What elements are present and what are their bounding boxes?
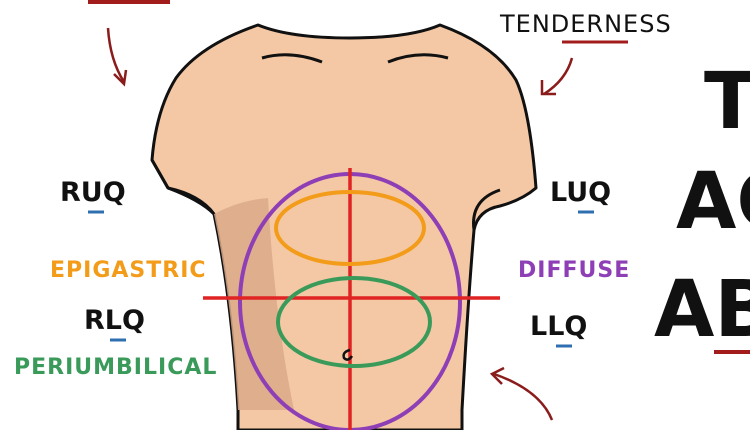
collarbone-left — [261, 53, 323, 64]
ruq-label: RUQ — [60, 177, 126, 208]
llq-label: LLQ — [530, 311, 587, 342]
diffuse-label: DIFFUSE — [518, 258, 630, 283]
epigastric-label: EPIGASTRIC — [50, 258, 207, 283]
arm-crease-left — [167, 186, 216, 215]
periumbilical-region — [276, 276, 432, 368]
tenderness-label: TENDERNESS — [499, 10, 672, 38]
arm-crease-right — [472, 188, 501, 231]
arrow-top-left — [106, 27, 126, 83]
title-line-1: T — [704, 57, 750, 147]
collarbone-right — [387, 53, 449, 64]
arrow-top-right — [543, 57, 574, 96]
rlq-label: RLQ — [84, 305, 145, 336]
navel — [342, 348, 354, 361]
arrow-bottom-right — [493, 372, 554, 421]
luq-label: LUQ — [550, 177, 611, 208]
title-line-2: AC — [676, 157, 750, 247]
torso-shadow — [214, 198, 294, 410]
title-line-3: ABI — [654, 265, 750, 355]
arrow-bottom-right-head — [489, 366, 505, 385]
periumbilical-label: PERIUMBILICAL — [14, 355, 217, 380]
arrow-top-left-head — [113, 69, 128, 87]
arm-line-left — [150, 159, 170, 189]
arrow-top-right-head — [540, 80, 556, 96]
epigastric-region — [274, 190, 426, 266]
